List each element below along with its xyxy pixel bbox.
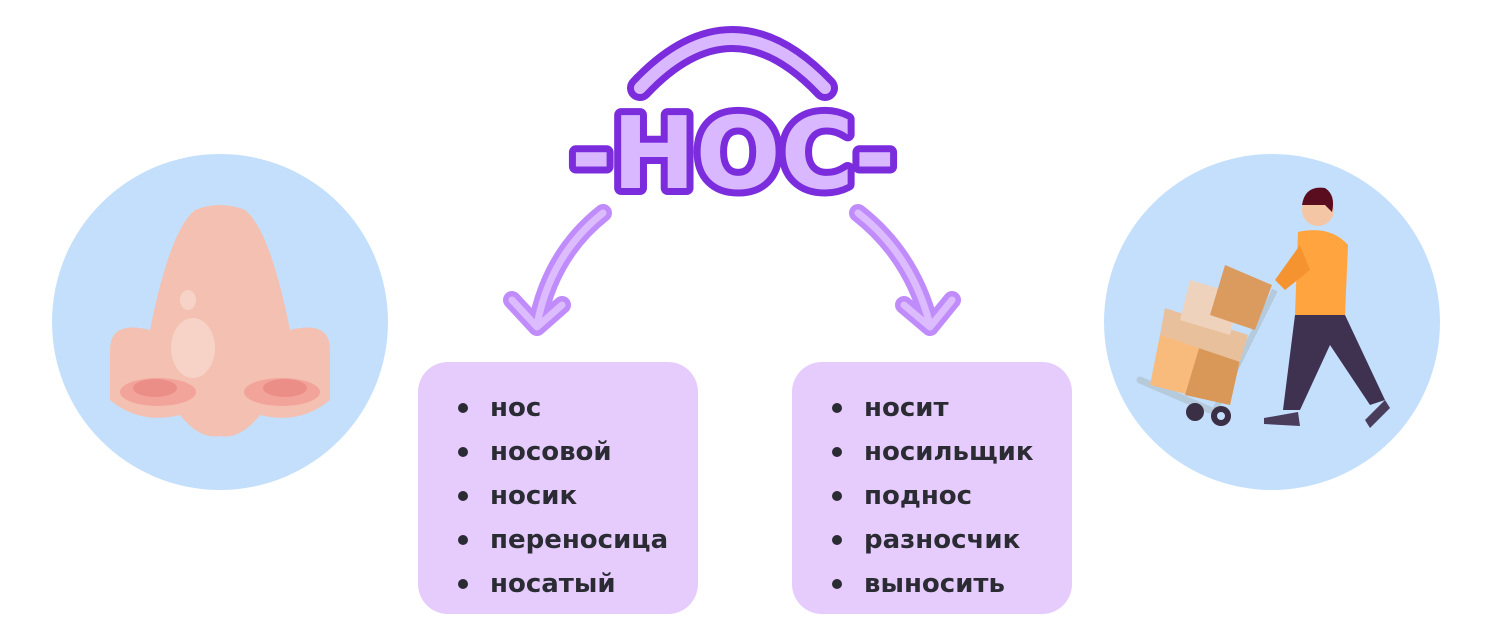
right-word-list: носит носильщик поднос разносчик выносит… xyxy=(792,362,1072,614)
list-item: носатый xyxy=(418,562,698,606)
arrow-left-icon xyxy=(503,204,612,336)
list-item: разносчик xyxy=(792,518,1072,562)
list-item: носовой xyxy=(418,430,698,474)
list-item: нос xyxy=(418,386,698,430)
root-word: -НОС- xyxy=(570,95,895,212)
list-item: носильщик xyxy=(792,430,1072,474)
list-item: выносить xyxy=(792,562,1072,606)
list-item: носит xyxy=(792,386,1072,430)
left-word-list: нос носовой носик переносица носатый xyxy=(418,362,698,614)
nose-illustration xyxy=(52,154,388,490)
porter-illustration xyxy=(1104,154,1440,490)
arrow-right-icon xyxy=(849,204,961,336)
list-item: носик xyxy=(418,474,698,518)
list-item: поднос xyxy=(792,474,1072,518)
list-item: переносица xyxy=(418,518,698,562)
